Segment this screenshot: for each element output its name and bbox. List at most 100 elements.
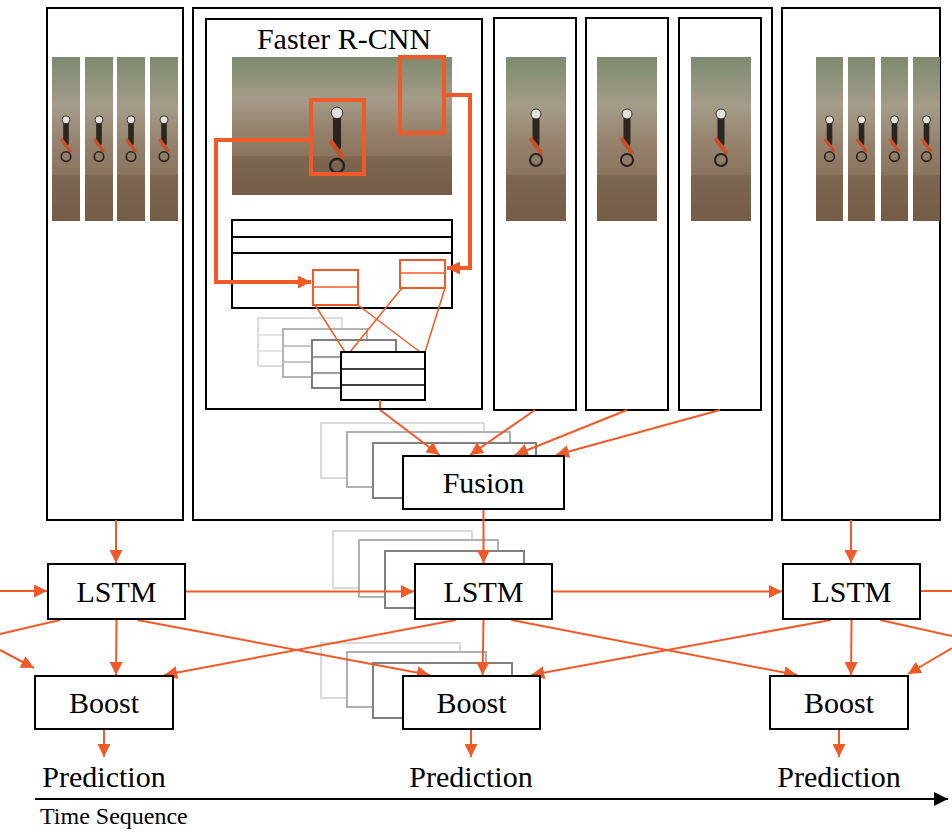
video-frame bbox=[506, 57, 566, 221]
lstm-box: LSTM bbox=[414, 563, 553, 620]
stacked-copy bbox=[385, 551, 524, 608]
feature-map-line bbox=[232, 236, 452, 238]
stacked-copy bbox=[373, 663, 512, 718]
frame-panel bbox=[494, 18, 576, 410]
connector bbox=[186, 591, 414, 593]
bike-frame bbox=[61, 139, 71, 152]
video-frame bbox=[117, 57, 145, 221]
rider-helmet bbox=[923, 116, 931, 124]
box-label: LSTM bbox=[443, 575, 523, 608]
video-frame bbox=[691, 57, 751, 221]
frame-image bbox=[816, 57, 843, 221]
bike-frame bbox=[825, 139, 835, 152]
frame-ground bbox=[848, 175, 875, 221]
frame-ground bbox=[150, 175, 178, 221]
rider-body bbox=[718, 119, 725, 143]
pooling-line bbox=[350, 288, 402, 352]
frame-ground bbox=[85, 175, 113, 221]
frame-image bbox=[597, 57, 657, 221]
video-frame bbox=[597, 57, 657, 221]
rider-body bbox=[533, 119, 540, 143]
bike-frame bbox=[94, 139, 104, 152]
axis-label: Time Sequence bbox=[40, 803, 188, 829]
bike-frame bbox=[530, 138, 542, 154]
bike-wheel bbox=[715, 154, 727, 166]
output-label: Prediction bbox=[409, 760, 532, 793]
arrow-line bbox=[0, 620, 60, 634]
rider-body bbox=[624, 119, 631, 143]
frame-image bbox=[117, 57, 145, 221]
rider-helmet bbox=[826, 116, 834, 124]
bike-frame bbox=[922, 139, 932, 152]
bike-wheel bbox=[621, 154, 633, 166]
connector bbox=[380, 410, 439, 455]
arrow-line bbox=[838, 730, 840, 757]
video-frame bbox=[913, 57, 940, 221]
stacked-copy bbox=[373, 443, 536, 498]
rider-helmet bbox=[622, 109, 632, 119]
connector bbox=[511, 620, 797, 675]
frame-ground bbox=[691, 175, 751, 221]
bike-frame bbox=[890, 139, 900, 152]
roi-box bbox=[400, 260, 445, 288]
connector bbox=[483, 510, 485, 563]
rider-body bbox=[96, 124, 102, 143]
frame-ground bbox=[597, 175, 657, 221]
bike-frame bbox=[159, 139, 169, 152]
arrow-line bbox=[470, 730, 472, 757]
output-label: Prediction bbox=[777, 760, 900, 793]
lstm-box: LSTM bbox=[47, 563, 186, 620]
rider-helmet bbox=[531, 109, 541, 119]
pooling-line bbox=[425, 288, 445, 352]
bike-frame bbox=[330, 141, 344, 159]
video-frame bbox=[150, 57, 178, 221]
bike-wheel bbox=[825, 152, 835, 162]
frame-panel bbox=[47, 8, 183, 520]
detection-box bbox=[400, 57, 444, 133]
output-label: Prediction bbox=[42, 760, 165, 793]
frame-panel bbox=[193, 8, 772, 520]
detector-box: Faster R-CNN bbox=[205, 18, 483, 410]
frame-ground bbox=[117, 175, 145, 221]
lstm-box: LSTM bbox=[782, 563, 921, 620]
bike-wheel bbox=[94, 152, 104, 162]
connector bbox=[553, 591, 782, 593]
frame-image bbox=[848, 57, 875, 221]
arrow-line bbox=[850, 520, 852, 563]
frame-image bbox=[52, 57, 80, 221]
video-frame bbox=[848, 57, 875, 221]
bike-frame bbox=[715, 138, 727, 154]
frame-image bbox=[913, 57, 940, 221]
box-label: Faster R-CNN bbox=[257, 22, 431, 55]
connector bbox=[482, 620, 485, 675]
video-frame bbox=[881, 57, 908, 221]
frame-panel bbox=[586, 18, 668, 410]
arrow-line bbox=[115, 520, 117, 563]
bike-wheel bbox=[330, 159, 344, 173]
box-label: Boost bbox=[69, 686, 139, 719]
fusion-box: Fusion bbox=[402, 455, 565, 510]
box-label: Boost bbox=[436, 686, 506, 719]
roi-arrow bbox=[444, 95, 470, 268]
bike-wheel bbox=[159, 152, 169, 162]
bike-wheel bbox=[61, 152, 71, 162]
video-frame bbox=[816, 57, 843, 221]
arrow-line bbox=[0, 650, 34, 668]
pooled-feature-line bbox=[341, 368, 425, 370]
roi-box bbox=[313, 270, 358, 305]
video-frame bbox=[85, 57, 113, 221]
frame-image bbox=[881, 57, 908, 221]
connector bbox=[115, 620, 117, 675]
boost-box: Boost bbox=[769, 675, 909, 730]
connector bbox=[850, 620, 852, 675]
feature-map bbox=[232, 220, 452, 308]
video-frame bbox=[232, 57, 452, 195]
time-axis bbox=[35, 798, 948, 800]
rider-helmet bbox=[858, 116, 866, 124]
frame-ground bbox=[816, 175, 843, 221]
bike-wheel bbox=[890, 152, 900, 162]
roi-line bbox=[313, 286, 358, 288]
arrow-line bbox=[880, 620, 952, 636]
box-label: LSTM bbox=[76, 575, 156, 608]
bike-frame bbox=[621, 138, 633, 154]
